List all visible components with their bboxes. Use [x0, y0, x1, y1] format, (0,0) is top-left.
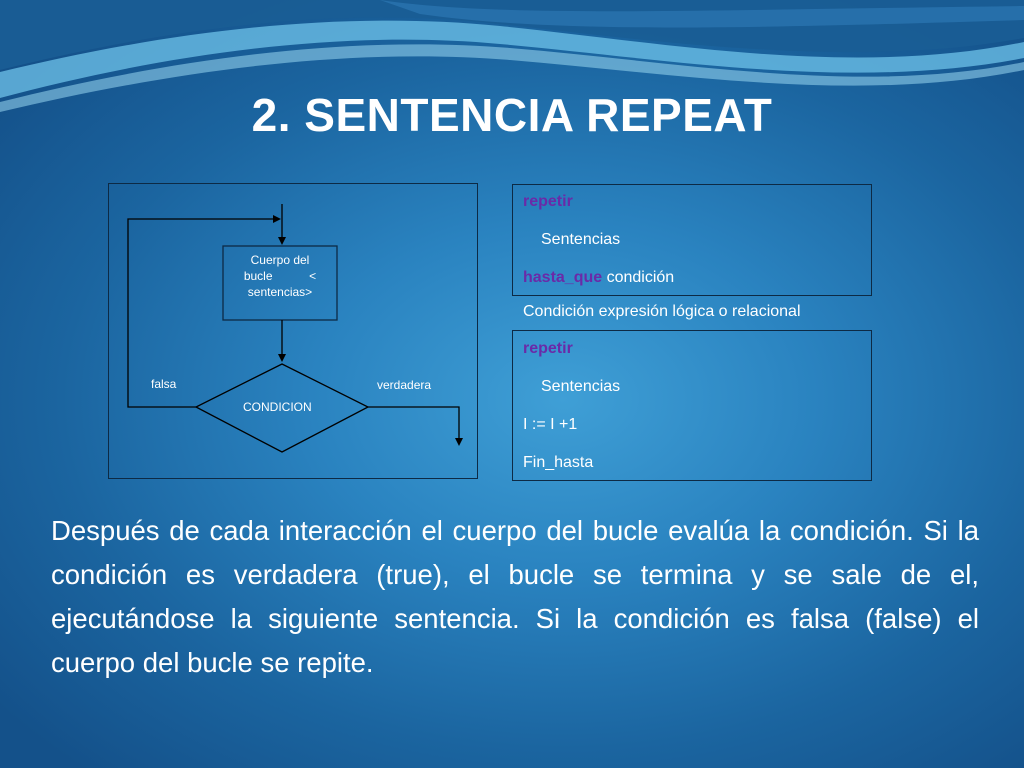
condition-diamond: [194, 363, 370, 453]
flowchart-panel: Cuerpo del bucle < sentencias> CONDICION…: [108, 183, 478, 479]
slide-title: 2. SENTENCIA REPEAT: [251, 89, 773, 141]
false-loop-back-arrow: [127, 215, 281, 408]
code-end: Fin_hasta: [523, 454, 594, 471]
code-statements: Sentencias: [541, 378, 621, 395]
condition-label: CONDICION: [243, 400, 312, 414]
loop-body-line: Cuerpo del: [250, 253, 310, 267]
flowchart-diagram: [127, 204, 463, 453]
decorative-waves: [0, 0, 1024, 112]
false-label: falsa: [151, 377, 177, 391]
repeat-example-box: repetir Sentencias I := I +1 Fin_hasta: [512, 330, 872, 481]
keyword-repetir: repetir: [523, 340, 573, 357]
explanation-paragraph: Después de cada interacción el cuerpo de…: [51, 515, 979, 678]
until-condition-text: condición: [602, 269, 675, 286]
loop-body-text: Cuerpo del bucle < sentencias>: [223, 252, 337, 324]
loop-body-box: [222, 245, 338, 321]
code-statements: Sentencias: [541, 231, 621, 248]
code-until-line: hasta_que condición: [523, 269, 674, 287]
loop-body-line: bucle <: [243, 269, 317, 283]
condition-note: Condición expresión lógica o relacional: [523, 303, 801, 320]
true-exit-arrow: [368, 406, 463, 446]
keyword-hasta-que: hasta_que: [523, 269, 603, 286]
true-label: verdadera: [377, 378, 432, 392]
repeat-syntax-box: repetir Sentencias hasta_que condición: [512, 184, 872, 296]
loop-body-line: sentencias>: [247, 285, 313, 299]
keyword-repetir: repetir: [523, 193, 573, 210]
code-increment: I := I +1: [523, 416, 578, 433]
